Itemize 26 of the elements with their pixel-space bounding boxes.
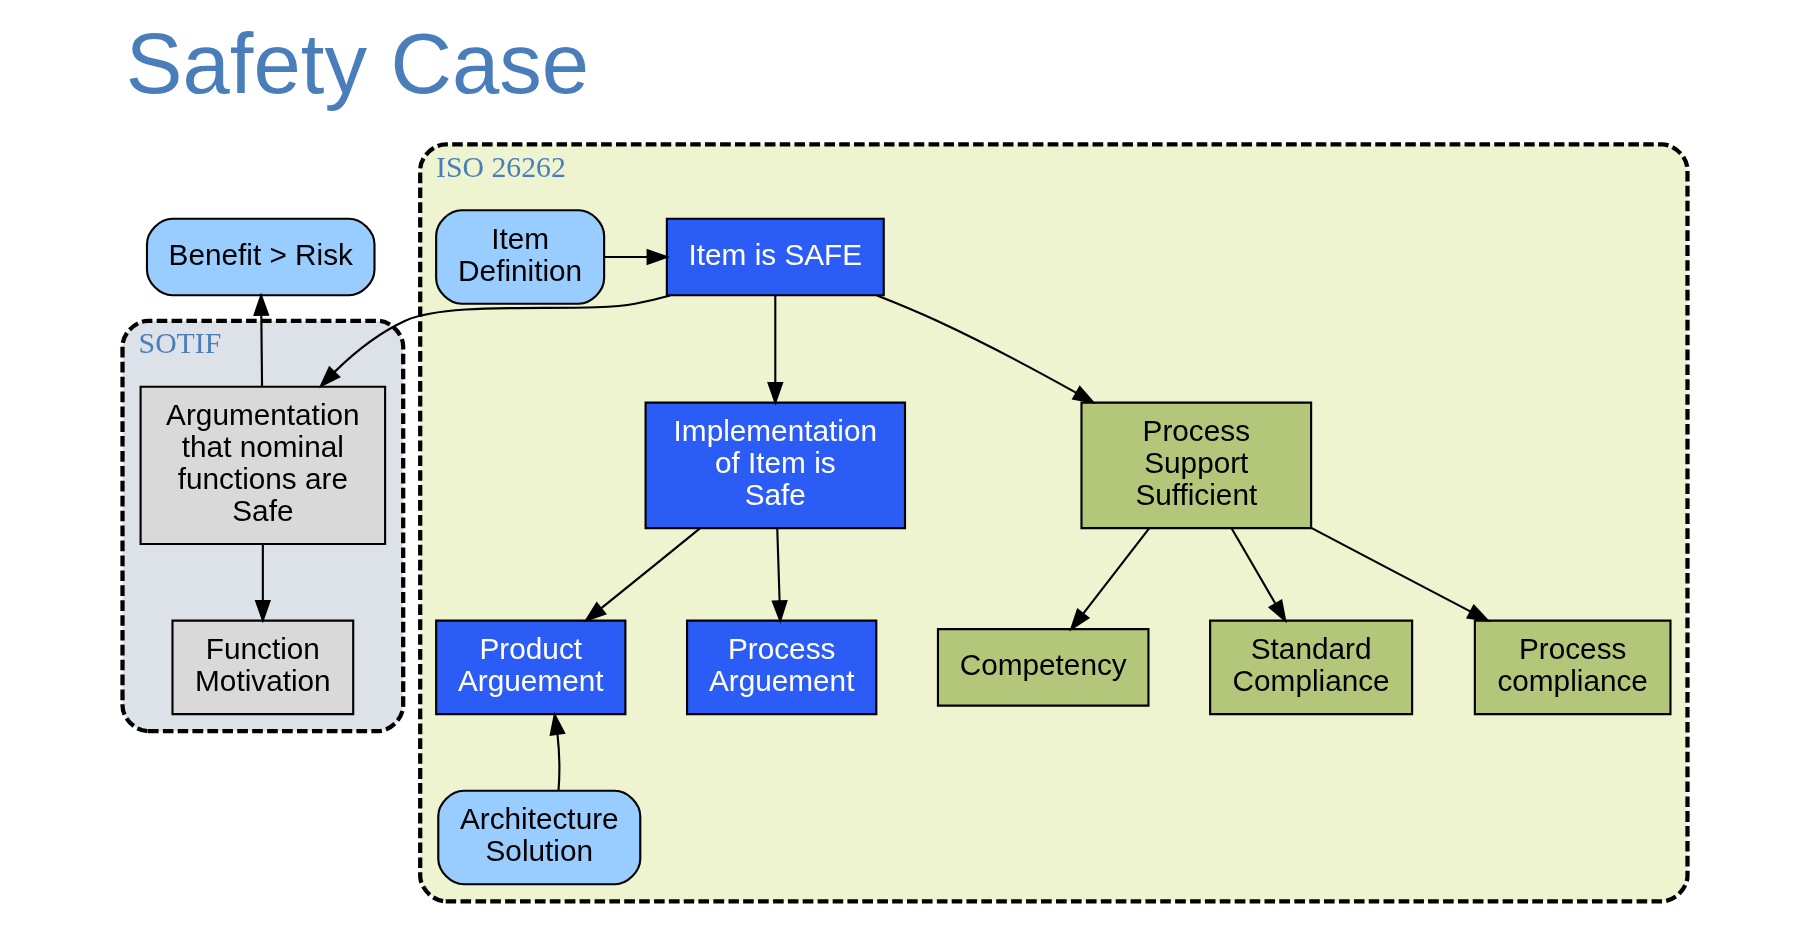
node-box: Competency	[936, 628, 1150, 707]
node-box: Process Arguement	[686, 619, 878, 716]
node-box: Process compliance	[1473, 619, 1672, 716]
arrow	[771, 528, 788, 624]
node-box: Item Definition	[435, 209, 606, 305]
arrow	[1310, 526, 1491, 623]
arrow	[876, 294, 1097, 404]
node-box: Standard Compliance	[1209, 619, 1414, 716]
node-box: Product Arguement	[435, 619, 627, 716]
arrow	[604, 248, 670, 266]
node-box: Process Support Sufficient	[1080, 401, 1313, 530]
arrow	[253, 292, 270, 387]
arrow	[254, 544, 272, 624]
diagram-title: Safety Case	[125, 16, 590, 112]
node-box: Function Motivation	[171, 619, 355, 716]
node-box: Argumentation that nominal functions are Safe	[139, 385, 387, 546]
arrow	[549, 711, 566, 791]
arrow	[583, 527, 701, 623]
node-box: Benefit > Risk	[145, 217, 376, 297]
arrow	[1230, 527, 1287, 624]
arrow	[1069, 527, 1150, 632]
node-box: Architecture Solution	[437, 789, 642, 886]
arrow	[767, 295, 784, 406]
node-box: Implementation of Item is Safe	[644, 401, 907, 530]
node-box: Item is SAFE	[665, 217, 885, 297]
arrow	[318, 294, 671, 389]
